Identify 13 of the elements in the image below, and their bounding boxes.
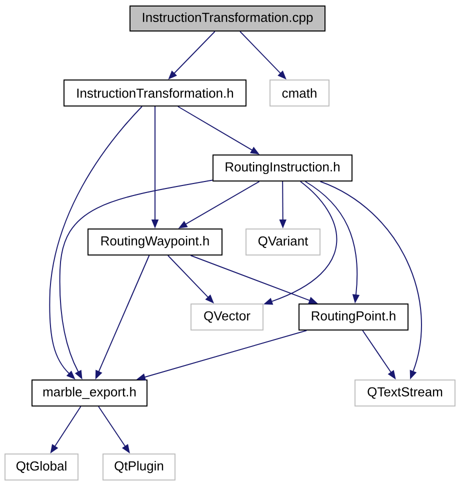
- file-box: cmath: [270, 80, 330, 106]
- file-box: QtPlugin: [102, 454, 176, 480]
- file-box: QVariant: [246, 228, 320, 256]
- file-box: QTextStream: [354, 380, 456, 406]
- file-box: QtGlobal: [4, 454, 78, 480]
- arrow: [49, 106, 142, 380]
- file-box: RoutingInstruction.h: [212, 154, 352, 182]
- file-box: QVector: [190, 304, 264, 330]
- file-box: InstructionTransformation.h: [64, 80, 246, 106]
- file-box: RoutingPoint.h: [298, 304, 408, 330]
- file-box: InstructionTransformation.cpp: [130, 6, 326, 32]
- file-box: RoutingWaypoint.h: [88, 228, 222, 256]
- file-box: marble_export.h: [32, 380, 148, 406]
